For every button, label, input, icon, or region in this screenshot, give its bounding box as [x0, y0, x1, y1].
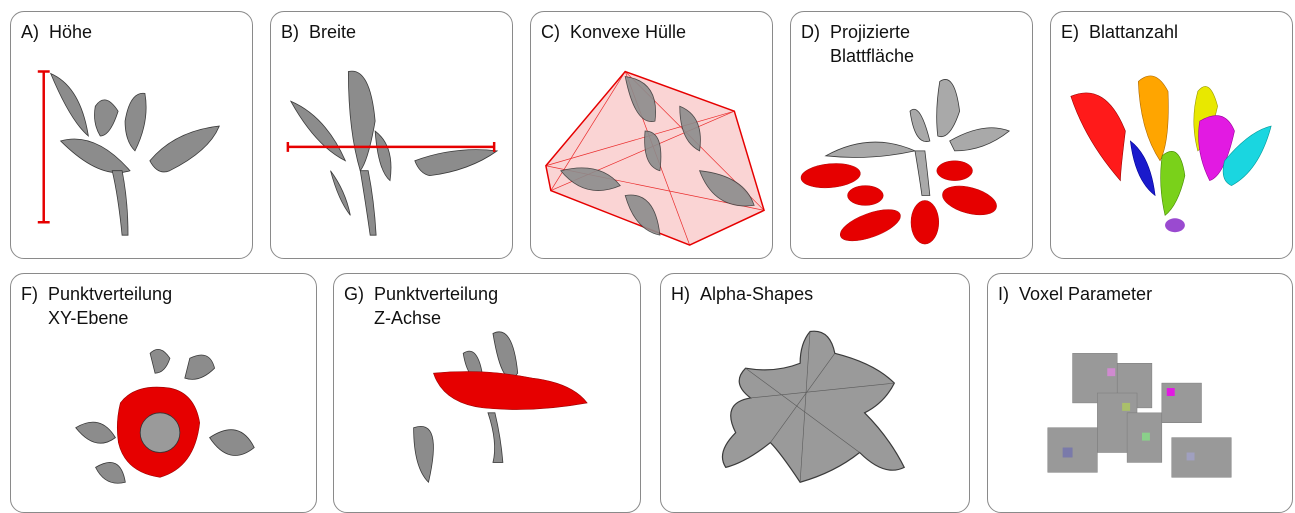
leaf-count-illustration: [1051, 12, 1292, 258]
projected-leaf-area-illustration: [791, 12, 1032, 258]
panel-voxel-parameter: I)Voxel Parameter: [987, 273, 1293, 513]
panel-alpha-shapes: H)Alpha-Shapes: [660, 273, 970, 513]
panel-point-distribution-z: G)Punktverteilung Z-Achse: [333, 273, 641, 513]
convex-hull-illustration: [531, 12, 772, 258]
point-distribution-z-illustration: [334, 274, 640, 512]
panel-leaf-count: E)Blattanzahl: [1050, 11, 1293, 259]
plant-height-illustration: [11, 12, 252, 258]
panel-height: A)Höhe: [10, 11, 253, 259]
voxel-parameter-illustration: [988, 274, 1292, 512]
panel-projected-leaf-area: D)Projizierte Blattfläche: [790, 11, 1033, 259]
plant-width-illustration: [271, 12, 512, 258]
alpha-shapes-illustration: [661, 274, 969, 512]
point-distribution-xy-illustration: [11, 274, 316, 512]
panel-convex-hull: C)Konvexe Hülle: [530, 11, 773, 259]
panel-width: B)Breite: [270, 11, 513, 259]
panel-point-distribution-xy: F)Punktverteilung XY-Ebene: [10, 273, 317, 513]
